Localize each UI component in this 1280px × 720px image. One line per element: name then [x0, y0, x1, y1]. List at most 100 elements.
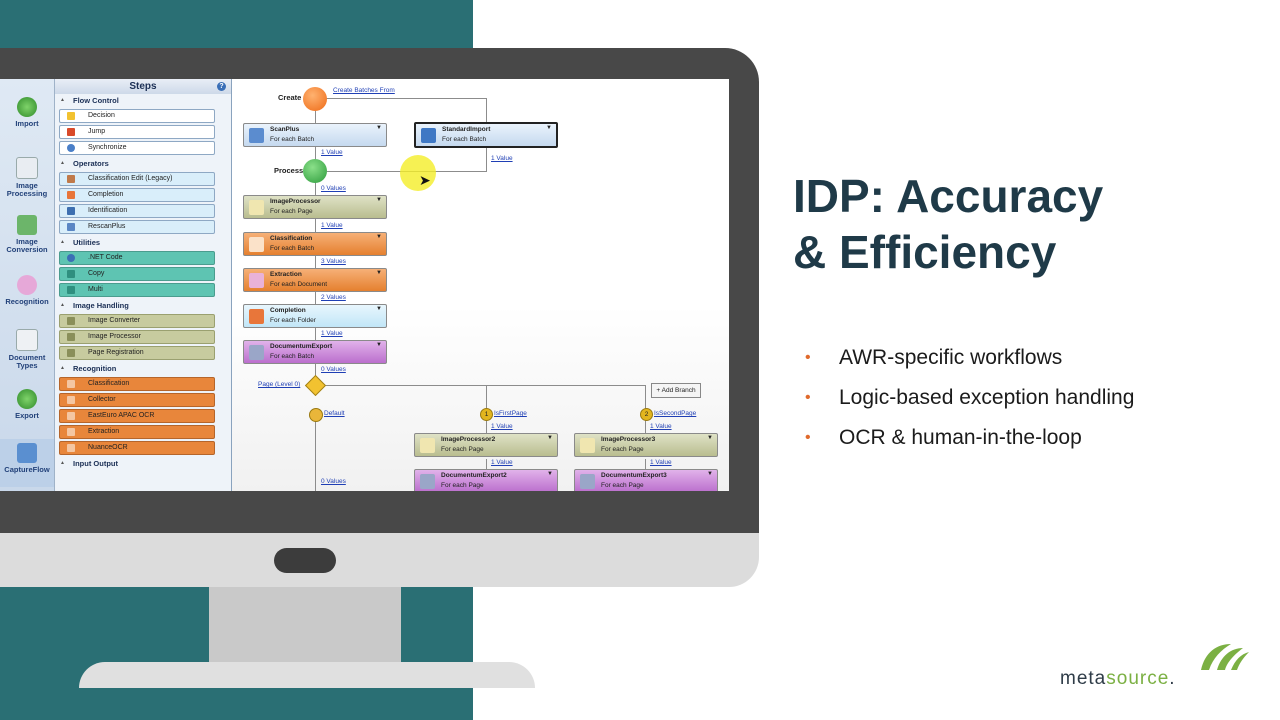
step-extraction[interactable]: Extraction: [59, 425, 215, 439]
default-link[interactable]: Default: [324, 410, 345, 417]
step-easteuro-apac-ocr[interactable]: EastEuro APAC OCR: [59, 409, 215, 423]
create-node[interactable]: [303, 87, 327, 111]
chevron-down-icon[interactable]: ▼: [707, 471, 713, 477]
nav-document-types[interactable]: Document Types: [0, 329, 54, 370]
page-level-link[interactable]: Page (Level 0): [258, 381, 301, 388]
step-net-code[interactable]: .NET Code: [59, 251, 215, 265]
step-page-registration[interactable]: Page Registration: [59, 346, 215, 360]
documentumexport2-icon: [420, 474, 435, 489]
step-classification[interactable]: Classification: [59, 377, 215, 391]
step-completion[interactable]: Completion: [59, 188, 215, 202]
bullet-item: OCR & human-in-the-loop: [805, 424, 1265, 464]
step-image-processor[interactable]: Image Processor: [59, 330, 215, 344]
link-1-value[interactable]: 1 Value: [321, 149, 343, 156]
step-synchronize[interactable]: Synchronize: [59, 141, 215, 155]
link-1-value-b2-2[interactable]: 1 Value: [650, 459, 672, 466]
classification-edit-icon: [67, 175, 75, 183]
step-jump[interactable]: Jump: [59, 125, 215, 139]
nav-import[interactable]: Import: [0, 97, 54, 128]
group-input-output[interactable]: Input Output: [55, 457, 231, 470]
export-icon: [17, 389, 37, 409]
link-1-value-3[interactable]: 1 Value: [321, 330, 343, 337]
link-0-values[interactable]: 0 Values: [321, 185, 346, 192]
group-recognition[interactable]: Recognition: [55, 362, 231, 375]
classification-node-icon: [249, 237, 264, 252]
node-standardimport[interactable]: StandardImport For each Batch ▼: [414, 122, 558, 148]
app-screenshot: Import Image Processing Image Conversion…: [0, 79, 729, 491]
link-1-value-b1[interactable]: 1 Value: [491, 423, 513, 430]
chevron-down-icon[interactable]: ▼: [376, 342, 382, 348]
link-0-values-2[interactable]: 0 Values: [321, 366, 346, 373]
step-nuanceocr[interactable]: NuanceOCR: [59, 441, 215, 455]
step-decision[interactable]: Decision: [59, 109, 215, 123]
net-code-icon: [67, 254, 75, 262]
link-1-value-b2[interactable]: 1 Value: [650, 423, 672, 430]
issecondpage-link[interactable]: IsSecondPage: [654, 410, 697, 417]
connector-standardimport-return: [486, 148, 487, 171]
default-branch-node[interactable]: [309, 408, 323, 422]
link-1-value-import[interactable]: 1 Value: [491, 155, 513, 162]
node-imageprocessor3[interactable]: ImageProcessor3 For each Page ▼: [574, 433, 718, 457]
decision-diamond[interactable]: [304, 374, 327, 397]
branch-1-connector-2: [486, 459, 487, 471]
group-image-handling[interactable]: Image Handling: [55, 299, 231, 312]
chevron-down-icon[interactable]: ▼: [707, 435, 713, 441]
group-utilities[interactable]: Utilities: [55, 236, 231, 249]
group-flow-control[interactable]: Flow Control: [55, 94, 231, 107]
node-imageprocessor2[interactable]: ImageProcessor2 For each Page ▼: [414, 433, 558, 457]
link-0-values-default[interactable]: 0 Values: [321, 478, 346, 485]
completion-node-icon: [249, 309, 264, 324]
monitor-chin: [0, 533, 759, 587]
node-imageprocessor[interactable]: ImageProcessor For each Page ▼: [243, 195, 387, 219]
add-branch-button[interactable]: + Add Branch: [651, 383, 701, 398]
chevron-down-icon[interactable]: ▼: [547, 471, 553, 477]
slide-title: IDP: Accuracy & Efficiency: [793, 170, 1104, 278]
isfirstpage-link[interactable]: IsFirstPage: [494, 410, 527, 417]
nav-recognition[interactable]: Recognition: [0, 275, 54, 306]
chevron-down-icon[interactable]: ▼: [546, 125, 552, 131]
node-documentumexport[interactable]: DocumentumExport For each Batch ▼: [243, 340, 387, 364]
node-documentumexport2[interactable]: DocumentumExport2 For each Page ▼: [414, 469, 558, 491]
node-completion[interactable]: Completion For each Folder ▼: [243, 304, 387, 328]
nav-export[interactable]: Export: [0, 389, 54, 420]
steps-panel: Steps ? Flow Control Decision Jump Synch…: [55, 79, 232, 491]
chevron-down-icon[interactable]: ▼: [376, 270, 382, 276]
help-icon[interactable]: ?: [217, 82, 226, 91]
monitor-stand-neck: [209, 587, 401, 662]
page-registration-icon: [67, 349, 75, 357]
step-identification[interactable]: Identification: [59, 204, 215, 218]
nav-image-processing[interactable]: Image Processing: [0, 157, 54, 198]
node-classification[interactable]: Classification For each Batch ▼: [243, 232, 387, 256]
node-scanplus[interactable]: ScanPlus For each Batch ▼: [243, 123, 387, 147]
nav-image-conversion[interactable]: Image Conversion: [0, 215, 54, 254]
link-2-values[interactable]: 2 Values: [321, 294, 346, 301]
create-batches-from-link[interactable]: Create Batches From: [333, 87, 395, 94]
chevron-down-icon[interactable]: ▼: [547, 435, 553, 441]
link-3-values[interactable]: 3 Values: [321, 258, 346, 265]
step-copy[interactable]: Copy: [59, 267, 215, 281]
link-1-value-b1-2[interactable]: 1 Value: [491, 459, 513, 466]
image-processing-icon: [16, 157, 38, 179]
extraction-node-icon: [249, 273, 264, 288]
branch-1-badge[interactable]: 1: [480, 408, 493, 421]
step-multi[interactable]: Multi: [59, 283, 215, 297]
ocr-icon: [67, 412, 75, 420]
process-node[interactable]: [303, 159, 327, 183]
nuance-ocr-icon: [67, 444, 75, 452]
step-classification-edit[interactable]: Classification Edit (Legacy): [59, 172, 215, 186]
chevron-down-icon[interactable]: ▼: [376, 306, 382, 312]
group-operators[interactable]: Operators: [55, 157, 231, 170]
chevron-down-icon[interactable]: ▼: [376, 197, 382, 203]
step-rescanplus[interactable]: RescanPlus: [59, 220, 215, 234]
branch-2-badge[interactable]: 2: [640, 408, 653, 421]
step-collector[interactable]: Collector: [59, 393, 215, 407]
step-image-converter[interactable]: Image Converter: [59, 314, 215, 328]
link-1-value-2[interactable]: 1 Value: [321, 222, 343, 229]
nav-captureflow[interactable]: CaptureFlow: [0, 439, 54, 487]
copy-icon: [67, 270, 75, 278]
chevron-down-icon[interactable]: ▼: [376, 234, 382, 240]
node-extraction[interactable]: Extraction For each Document ▼: [243, 268, 387, 292]
node-documentumexport3[interactable]: DocumentumExport3 For each Page ▼: [574, 469, 718, 491]
chevron-down-icon[interactable]: ▼: [376, 125, 382, 131]
rescanplus-icon: [67, 223, 75, 231]
